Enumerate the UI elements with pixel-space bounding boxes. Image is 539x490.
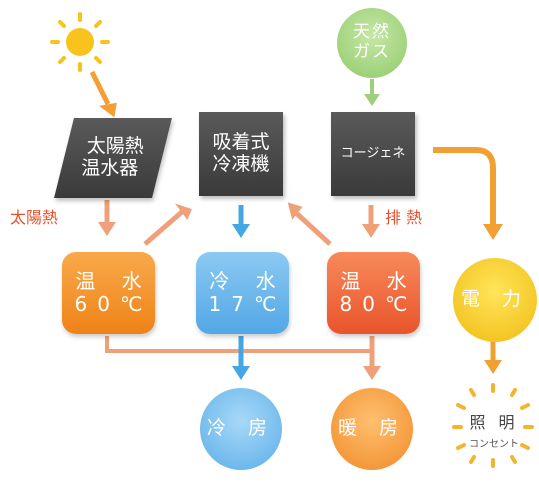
- hot-water-60-temp: 60℃: [74, 292, 153, 316]
- cold-water-17-temp: 17℃: [208, 292, 287, 316]
- solar-heat-flow-label: 太陽熱: [10, 208, 59, 227]
- hot-water-80-label: 温 水: [340, 269, 417, 293]
- solar-collector-line2: 温水器: [81, 157, 139, 179]
- heating-label: 暖 房: [337, 417, 407, 440]
- cold-water-17-tank: 冷 水 17℃: [196, 252, 289, 334]
- hot-water-60-tank: 温 水 60℃: [62, 252, 155, 334]
- hot-water-80-tank: 温 水 80℃: [327, 252, 420, 334]
- natural-gas-line1: 天然: [353, 22, 391, 43]
- outlet-label: コンセント: [469, 439, 519, 450]
- arrow-hotwater60-distribution: [105, 336, 372, 353]
- absorption-chiller-line2: 冷凍機: [212, 153, 270, 175]
- arrow-sun-to-collector: [89, 70, 117, 118]
- power-label: 電 力: [460, 288, 530, 311]
- absorption-chiller-line1: 吸着式: [212, 131, 270, 154]
- arrow-power-to-lighting: [484, 341, 502, 374]
- solar-collector-node: 太陽熱 温水器: [54, 118, 172, 198]
- arrow-chiller-to-coldwater: [232, 205, 250, 238]
- heating-node: 暖 房: [331, 388, 413, 470]
- arrow-hotwater80-to-heating: [363, 336, 381, 380]
- arrow-hotwater60-to-chiller: [143, 203, 192, 246]
- exhaust-heat-flow-label: 排 熱: [385, 208, 423, 227]
- natural-gas-node: 天然 ガス: [337, 8, 407, 78]
- lighting-node: 照 明 コンセント: [458, 409, 530, 450]
- arrow-hotwater80-to-chiller: [287, 202, 332, 246]
- natural-gas-line2: ガス: [353, 42, 391, 62]
- arrow-coldwater-to-cooling: [232, 336, 250, 380]
- solar-collector-line1: 太陽熱: [87, 135, 145, 158]
- arrow-collector-to-hotwater60: [98, 200, 116, 236]
- arrow-gas-to-cogen: [364, 79, 380, 106]
- sun-icon: [50, 12, 110, 72]
- absorption-chiller-node: 吸着式 冷凍機: [199, 112, 283, 196]
- cooling-node: 冷 房: [200, 388, 282, 470]
- hot-water-80-temp: 80℃: [339, 292, 418, 316]
- power-node: 電 力: [453, 258, 537, 342]
- cooling-label: 冷 房: [206, 417, 276, 440]
- arrow-cogen-to-hotwater80: [362, 205, 380, 238]
- arrow-cogen-to-power: [433, 147, 503, 240]
- lighting-label: 照 明: [469, 413, 519, 432]
- cold-water-17-label: 冷 水: [209, 269, 286, 293]
- cogeneration-label: コージェネ: [340, 145, 406, 161]
- hot-water-60-label: 温 水: [75, 269, 152, 293]
- lighting-rays-icon: [452, 383, 534, 468]
- cogeneration-node: コージェネ: [331, 112, 415, 196]
